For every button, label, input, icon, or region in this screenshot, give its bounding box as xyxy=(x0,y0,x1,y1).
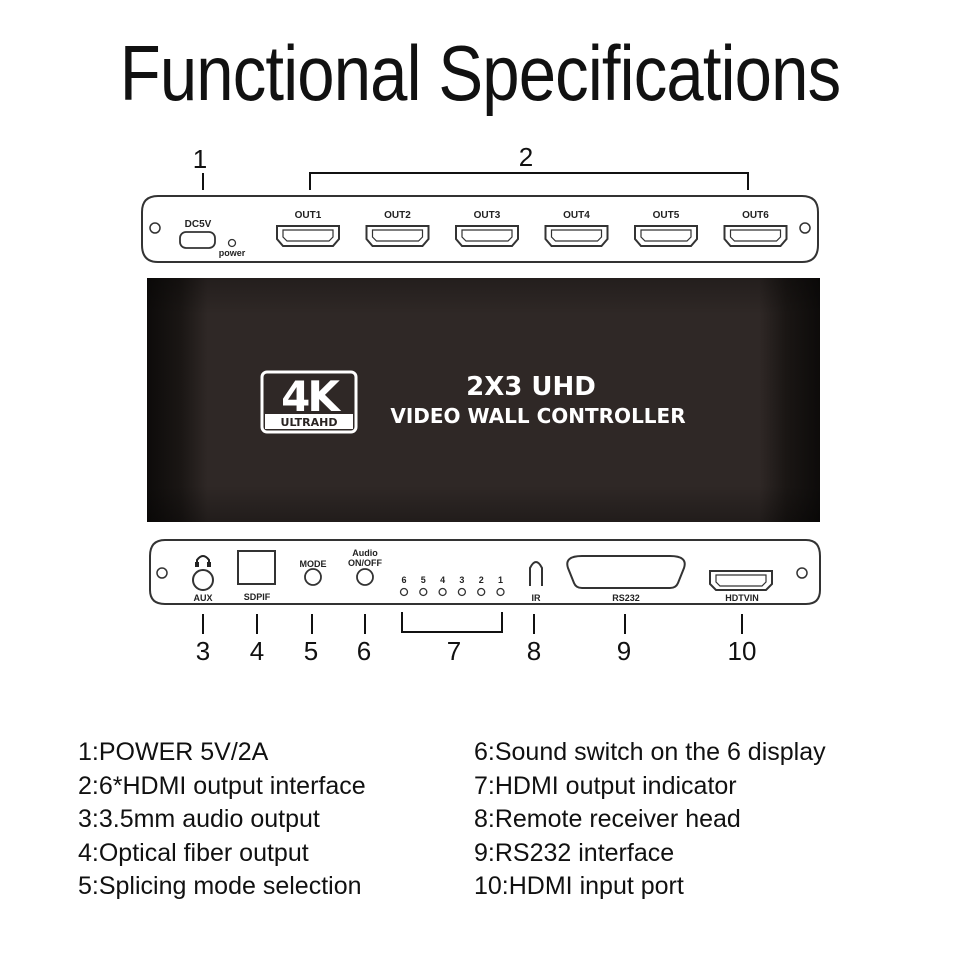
hdmi-output-port-2: OUT2 xyxy=(365,210,430,247)
output-port-label: OUT1 xyxy=(295,210,322,221)
output-indicator: 6 xyxy=(399,575,409,597)
legend-item: 2:6*HDMI output interface xyxy=(78,771,366,800)
dc-label: DC5V xyxy=(185,219,212,230)
output-indicator: 3 xyxy=(457,575,467,597)
hdmi-output-port-5: OUT5 xyxy=(634,210,698,247)
legend-item: 1:POWER 5V/2A xyxy=(78,738,269,766)
indicator-led xyxy=(419,587,428,597)
output-indicator: 2 xyxy=(477,575,486,597)
mode-button xyxy=(304,568,322,586)
device-title-line1: 2X3 UHD xyxy=(466,372,596,402)
hdmi-output-ports: OUT1 OUT2 OUT3 OUT4 OUT5 OUT6 xyxy=(276,210,788,247)
indicator-number: 1 xyxy=(498,575,503,585)
indicator-number: 4 xyxy=(440,575,445,585)
legend-item: 6:Sound switch on the 6 display xyxy=(474,738,826,766)
legend-right: 6:Sound switch on the 6 display 7:HDMI o… xyxy=(474,736,826,904)
rear-panel-top: DC5V power OUT1 OUT2 OUT3 OUT4 OUT5 OUT6 xyxy=(141,195,819,263)
4k-ultrahd-badge: 4K ULTRAHD xyxy=(260,370,358,434)
hdmi-output-port-6: OUT6 xyxy=(723,210,788,247)
front-panel-bottom: AUX SDPIF MODE Audio ON/OFF 6 5 4 3 2 1 IR RS… xyxy=(149,539,821,605)
rs232-port xyxy=(566,555,686,589)
power-led xyxy=(227,238,237,248)
aux-jack xyxy=(192,569,214,591)
audio-label-bottom: ON/OFF xyxy=(348,558,382,568)
ir-label: IR xyxy=(532,593,542,603)
power-label: power xyxy=(219,248,246,258)
output-indicator: 5 xyxy=(419,575,428,597)
legend-item: 10:HDMI input port xyxy=(474,872,684,900)
dc-power-port xyxy=(179,231,216,249)
callout-5: 5 xyxy=(304,636,318,666)
callout-9: 9 xyxy=(617,636,631,666)
callout-10: 10 xyxy=(728,636,757,666)
indicator-led xyxy=(438,587,447,597)
aux-label: AUX xyxy=(193,593,212,603)
callout-3: 3 xyxy=(196,636,210,666)
headphone-icon xyxy=(195,555,211,567)
screw-hole xyxy=(796,567,808,579)
device-body: 4K ULTRAHD 2X3 UHD VIDEO WALL CONTROLLER xyxy=(147,278,820,522)
indicator-led xyxy=(477,587,486,597)
indicator-number: 3 xyxy=(459,575,464,585)
indicator-led xyxy=(496,587,505,597)
legend-item: 4:Optical fiber output xyxy=(78,838,309,867)
legend-item: 8:Remote receiver head xyxy=(474,805,741,833)
spdif-label: SDPIF xyxy=(244,592,271,602)
hdmi-output-port-1: OUT1 xyxy=(276,210,340,247)
indicator-number: 2 xyxy=(479,575,484,585)
legend-left: 1:POWER 5V/2A 2:6*HDMI output interface … xyxy=(78,736,366,904)
callout-6: 6 xyxy=(357,636,371,666)
screw-hole xyxy=(156,567,168,579)
output-port-label: OUT6 xyxy=(742,210,769,221)
bottom-callouts: 3 4 5 6 7 8 9 10 xyxy=(196,612,757,666)
output-indicator: 4 xyxy=(438,575,447,597)
hdmi-output-port-3: OUT3 xyxy=(455,210,519,247)
hdmi-output-port-4: OUT4 xyxy=(544,210,609,247)
legend-item: 7:HDMI output indicator xyxy=(474,771,737,800)
callout-4: 4 xyxy=(250,636,264,666)
indicator-number: 6 xyxy=(401,575,406,585)
output-indicator: 1 xyxy=(496,575,505,597)
callout-7: 7 xyxy=(447,636,461,666)
device-title-line2: VIDEO WALL CONTROLLER xyxy=(390,404,685,428)
indicator-led xyxy=(399,587,409,597)
audio-switch-button xyxy=(356,568,374,586)
badge-4k: 4K xyxy=(281,372,341,421)
rs232-label: RS232 xyxy=(612,593,640,603)
screw-hole xyxy=(799,222,811,234)
callout-2: 2 xyxy=(519,142,533,172)
hdmi-output-indicators: 6 5 4 3 2 1 xyxy=(399,575,505,597)
callout-1: 1 xyxy=(193,144,207,174)
screw-hole xyxy=(149,222,161,234)
indicator-number: 5 xyxy=(421,575,426,585)
output-port-label: OUT3 xyxy=(474,210,501,221)
audio-label-top: Audio xyxy=(352,548,378,558)
mode-label: MODE xyxy=(300,559,327,569)
output-port-label: OUT4 xyxy=(563,210,590,221)
hdmi-input-label: HDTVIN xyxy=(725,593,759,603)
badge-ultrahd: ULTRAHD xyxy=(281,416,338,429)
output-port-label: OUT5 xyxy=(653,210,680,221)
output-port-label: OUT2 xyxy=(384,210,411,221)
indicator-led xyxy=(457,587,467,597)
legend-item: 5:Splicing mode selection xyxy=(78,872,362,900)
ir-receiver xyxy=(529,561,543,586)
legend-item: 9:RS232 interface xyxy=(474,838,675,867)
page-title: Functional Specifications xyxy=(119,29,841,117)
callout-8: 8 xyxy=(527,636,541,666)
spdif-port xyxy=(237,550,276,585)
callout-2-bracket xyxy=(309,172,749,190)
hdmi-input-port xyxy=(709,570,773,591)
legend-item: 3:3.5mm audio output xyxy=(78,805,320,833)
